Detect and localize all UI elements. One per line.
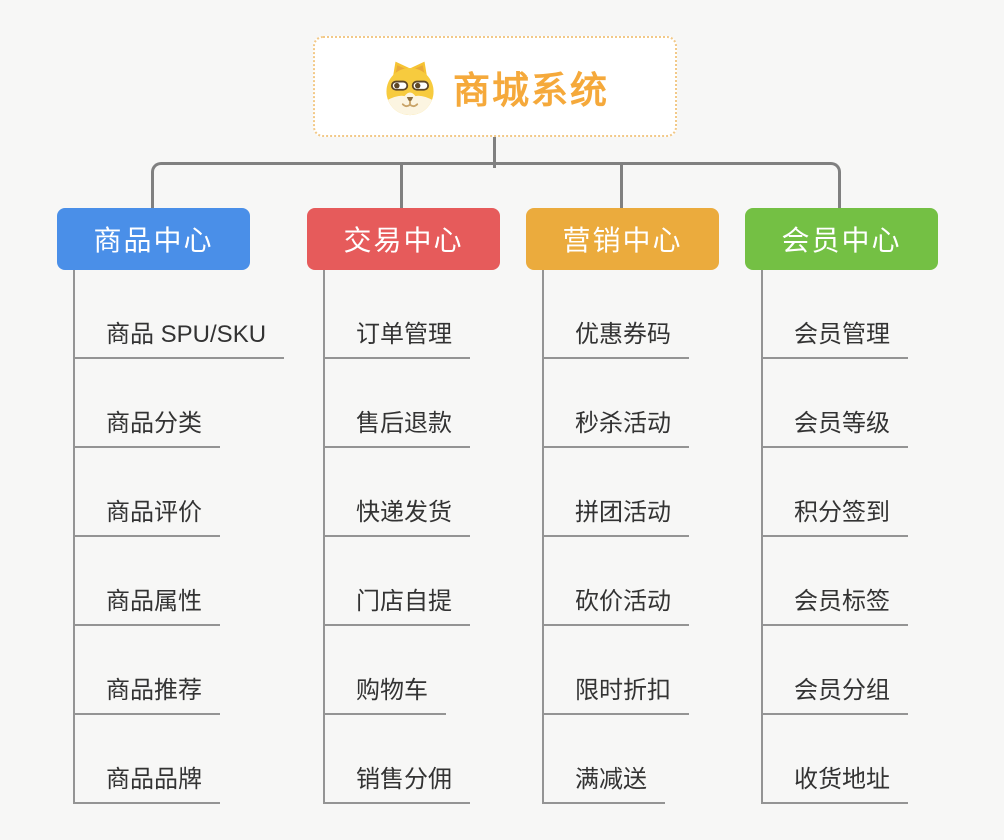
- branch-items-product: 商品 SPU/SKU 商品分类 商品评价 商品属性 商品推荐 商品品牌: [73, 270, 285, 804]
- tree-item-row: 会员管理: [763, 270, 908, 359]
- tree-item-row: 购物车: [325, 626, 470, 715]
- node-item[interactable]: 秒杀活动: [544, 403, 689, 448]
- tree-item-row: 收货地址: [763, 715, 908, 804]
- node-item[interactable]: 售后退款: [325, 403, 470, 448]
- node-item[interactable]: 销售分佣: [325, 759, 470, 804]
- node-item[interactable]: 会员等级: [763, 403, 908, 448]
- dog-face-icon: [386, 61, 434, 115]
- node-item[interactable]: 收货地址: [763, 759, 908, 804]
- node-item[interactable]: 购物车: [325, 670, 446, 715]
- branch-node-member-center[interactable]: 会员中心: [745, 208, 938, 270]
- branch-trade-center: 交易中心 订单管理 售后退款 快递发货 门店自提 购物车 销售分佣: [307, 208, 500, 804]
- branch-items-trade: 订单管理 售后退款 快递发货 门店自提 购物车 销售分佣: [323, 270, 470, 804]
- connector-drop-trade: [400, 164, 403, 209]
- branch-items-marketing: 优惠券码 秒杀活动 拼团活动 砍价活动 限时折扣 满减送: [542, 270, 689, 804]
- node-item[interactable]: 会员分组: [763, 670, 908, 715]
- tree-item-row: 快递发货: [325, 448, 470, 537]
- tree-item-row: 会员分组: [763, 626, 908, 715]
- node-item[interactable]: 优惠券码: [544, 314, 689, 359]
- node-item[interactable]: 商品属性: [75, 581, 220, 626]
- tree-item-row: 商品分类: [75, 359, 284, 448]
- tree-item-row: 商品推荐: [75, 626, 284, 715]
- branch-items-member: 会员管理 会员等级 积分签到 会员标签 会员分组 收货地址: [761, 270, 908, 804]
- branch-node-trade-center[interactable]: 交易中心: [307, 208, 500, 270]
- tree-item-row: 商品属性: [75, 537, 284, 626]
- node-item[interactable]: 门店自提: [325, 581, 470, 626]
- node-item[interactable]: 拼团活动: [544, 492, 689, 537]
- tree-item-row: 满减送: [544, 715, 689, 804]
- node-item[interactable]: 商品分类: [75, 403, 220, 448]
- tree-item-row: 会员等级: [763, 359, 908, 448]
- tree-item-row: 拼团活动: [544, 448, 689, 537]
- node-item[interactable]: 会员管理: [763, 314, 908, 359]
- node-item[interactable]: 限时折扣: [544, 670, 689, 715]
- tree-item-row: 商品评价: [75, 448, 284, 537]
- tree-item-row: 优惠券码: [544, 270, 689, 359]
- branch-node-product-center[interactable]: 商品中心: [57, 208, 250, 270]
- tree-item-row: 售后退款: [325, 359, 470, 448]
- connector-drop-marketing: [620, 164, 623, 209]
- tree-item-row: 砍价活动: [544, 537, 689, 626]
- tree-item-row: 秒杀活动: [544, 359, 689, 448]
- tree-item-row: 限时折扣: [544, 626, 689, 715]
- node-item[interactable]: 商品品牌: [75, 759, 220, 804]
- root-node[interactable]: 商城系统: [313, 36, 677, 137]
- node-item[interactable]: 订单管理: [325, 314, 470, 359]
- node-item[interactable]: 商品 SPU/SKU: [75, 314, 285, 359]
- tree-item-row: 会员标签: [763, 537, 908, 626]
- tree-item-row: 订单管理: [325, 270, 470, 359]
- connector-root-stub: [493, 137, 496, 168]
- connector-bus: [151, 162, 841, 209]
- node-item[interactable]: 商品评价: [75, 492, 220, 537]
- node-item[interactable]: 满减送: [544, 759, 665, 804]
- node-item[interactable]: 会员标签: [763, 581, 908, 626]
- branch-label: 营销中心: [562, 225, 683, 256]
- node-item[interactable]: 积分签到: [763, 492, 908, 537]
- branch-product-center: 商品中心 商品 SPU/SKU 商品分类 商品评价 商品属性 商品推荐 商品品牌: [57, 208, 285, 804]
- branch-label: 会员中心: [781, 225, 902, 256]
- tree-item-row: 商品品牌: [75, 715, 284, 804]
- tree-item-row: 门店自提: [325, 537, 470, 626]
- node-item[interactable]: 商品推荐: [75, 670, 220, 715]
- tree-item-row: 积分签到: [763, 448, 908, 537]
- root-title: 商城系统: [453, 69, 609, 111]
- node-item[interactable]: 砍价活动: [544, 581, 689, 626]
- branch-member-center: 会员中心 会员管理 会员等级 积分签到 会员标签 会员分组 收货地址: [745, 208, 938, 804]
- tree-item-row: 商品 SPU/SKU: [75, 270, 285, 359]
- branch-marketing-center: 营销中心 优惠券码 秒杀活动 拼团活动 砍价活动 限时折扣 满减送: [526, 208, 719, 804]
- node-item[interactable]: 快递发货: [325, 492, 470, 537]
- branch-node-marketing-center[interactable]: 营销中心: [526, 208, 719, 270]
- branch-label: 商品中心: [93, 225, 214, 256]
- branch-label: 交易中心: [343, 225, 464, 256]
- tree-item-row: 销售分佣: [325, 715, 470, 804]
